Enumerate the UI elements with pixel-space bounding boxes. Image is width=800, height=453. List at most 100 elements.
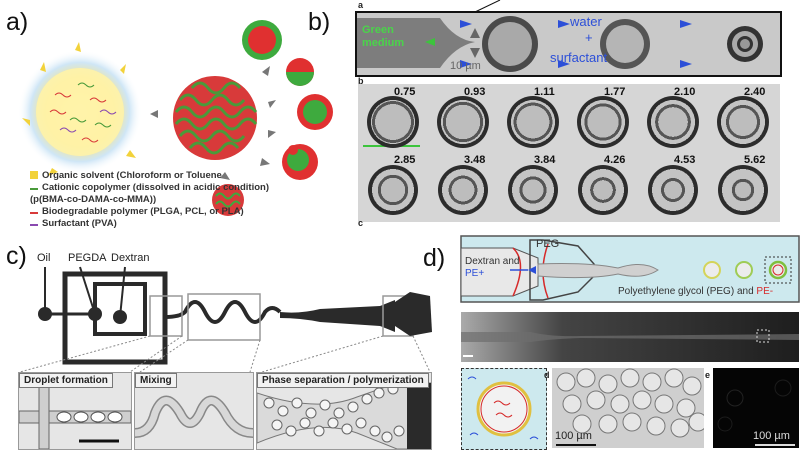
- droplet-ratio-label: 3.48: [464, 154, 486, 166]
- capsule: [642, 372, 662, 392]
- droplet-image: [717, 96, 769, 148]
- droplet-image: [647, 96, 699, 148]
- panel-b-label: b): [308, 8, 331, 36]
- separated-droplet: [285, 425, 297, 437]
- droplet-image: [437, 96, 489, 148]
- capsule: [664, 368, 684, 388]
- panel-d-schematic: [460, 235, 800, 303]
- capsule: [598, 414, 618, 434]
- water-label: water: [570, 14, 602, 29]
- scale-label-2: 100 µm: [753, 430, 790, 442]
- separated-droplet: [347, 401, 359, 413]
- separated-droplet: [291, 397, 303, 409]
- separated-droplet: [299, 417, 311, 429]
- separated-droplet: [355, 417, 367, 429]
- capsule: [632, 390, 652, 410]
- droplet-image: [367, 96, 419, 148]
- droplet-image: [368, 165, 418, 215]
- capsule: [646, 416, 666, 436]
- droplet-image: [718, 165, 768, 215]
- polyethylene-label: Polyethylene glycol (PEG) and PE-: [618, 286, 774, 297]
- inset-title-phase: Phase separation / polymerization: [257, 373, 429, 388]
- capsule: [610, 394, 630, 414]
- bright-field-image: d 100 µm: [544, 368, 708, 448]
- panel-c-label: c): [6, 242, 27, 270]
- capsule: [688, 412, 708, 432]
- legend-item-copolymer-formula: (p(BMA-co-DAMA-co-MMA)): [30, 194, 157, 205]
- droplet-image: [578, 165, 628, 215]
- separated-droplet: [263, 397, 275, 409]
- separated-droplet: [341, 423, 353, 435]
- capsule: [654, 394, 674, 414]
- droplet-image: [507, 96, 559, 148]
- separated-droplet: [333, 407, 345, 419]
- yellow-square-icon: [30, 171, 38, 180]
- red-wave-icon: [30, 208, 38, 215]
- separated-droplet: [305, 407, 317, 419]
- panel-a-illustration: [18, 20, 333, 216]
- arrow-right-icon: [150, 110, 158, 118]
- droplet-ratio-label: 2.10: [674, 86, 696, 98]
- capsule: [620, 368, 640, 388]
- panel-d-sub-e: e: [705, 370, 711, 380]
- droplet-ratio-label: 2.85: [394, 154, 416, 166]
- capsule: [670, 418, 690, 438]
- panel-d: d) PEG Dextran and PE+ Polyethylene glyc…: [418, 232, 800, 453]
- fluorescence-image: e 100 µm: [705, 368, 799, 448]
- inset-droplet-formation: Droplet formation: [18, 372, 132, 450]
- droplet-image: [438, 165, 488, 215]
- capsule-schematic: [461, 368, 547, 450]
- droplet-ratio-label: 4.26: [604, 154, 626, 166]
- green-wave-icon: [30, 184, 38, 191]
- separated-droplet: [319, 399, 331, 411]
- dextran-label: Dextran and PE+: [465, 256, 520, 279]
- inset-title-mixing: Mixing: [135, 373, 177, 388]
- capsule: [682, 376, 702, 396]
- panel-d-label: d): [423, 244, 446, 272]
- legend-item-biodegradable-polymer: Biodegradable polymer (PLGA, PCL, or PLA…: [30, 206, 244, 217]
- scale-10um: 10 µm: [450, 60, 481, 72]
- capsule: [676, 398, 696, 418]
- capsule: [586, 390, 606, 410]
- panel-b-sub-b: b: [358, 76, 364, 86]
- capsule: [556, 372, 576, 392]
- inlet-dextran-label: Dextran: [111, 252, 150, 264]
- panel-a: a): [0, 0, 345, 230]
- separated-droplet: [381, 431, 393, 443]
- droplet-grid: [358, 84, 780, 222]
- capsule: [562, 394, 582, 414]
- capsule: [622, 412, 642, 432]
- panel-b: b) a Green medium water + surfactant 10 …: [300, 0, 800, 230]
- separated-droplet: [277, 405, 289, 417]
- droplet-image: [648, 165, 698, 215]
- separated-droplet: [393, 425, 405, 437]
- inset-mixing: Mixing: [134, 372, 254, 450]
- separated-droplet: [361, 393, 373, 405]
- droplet-ratio-label: 4.53: [674, 154, 696, 166]
- inset-phase-separation: Phase separation / polymerization: [256, 372, 432, 450]
- legend-item-organic-solvent: Organic solvent (Chloroform or Toluene: [30, 170, 222, 181]
- panel-b-sub-c: c: [358, 218, 364, 228]
- legend-item-cationic-copolymer: Cationic copolymer (dissolved in acidic …: [30, 182, 269, 193]
- surfactant-label: surfactant: [550, 50, 608, 65]
- inset-title-droplet: Droplet formation: [19, 373, 113, 388]
- plus-label: +: [585, 30, 593, 45]
- scale-label-1: 100 µm: [555, 430, 592, 442]
- droplet-image: [508, 165, 558, 215]
- separated-droplet: [271, 419, 283, 431]
- droplet-ratio-label: 5.62: [744, 154, 766, 166]
- panel-c: c) Oil PEGDA Dextran: [0, 232, 440, 453]
- microfluidic-device: [19, 266, 432, 373]
- scale-bar-1: [556, 444, 596, 446]
- inlet-pegda-label: PEGDA: [68, 252, 107, 264]
- droplet-ratio-label: 1.11: [534, 86, 555, 98]
- scale-bar-2: [755, 444, 795, 446]
- droplet-ratio-label: 2.40: [744, 86, 766, 98]
- particle-morphologies: [212, 20, 333, 216]
- legend-item-surfactant: Surfactant (PVA): [30, 218, 117, 229]
- separated-droplet: [313, 425, 325, 437]
- panel-d-sub-d: d: [544, 370, 550, 380]
- panel-a-label: a): [6, 8, 29, 36]
- channel-micrograph: [461, 312, 799, 362]
- separated-droplet: [327, 417, 339, 429]
